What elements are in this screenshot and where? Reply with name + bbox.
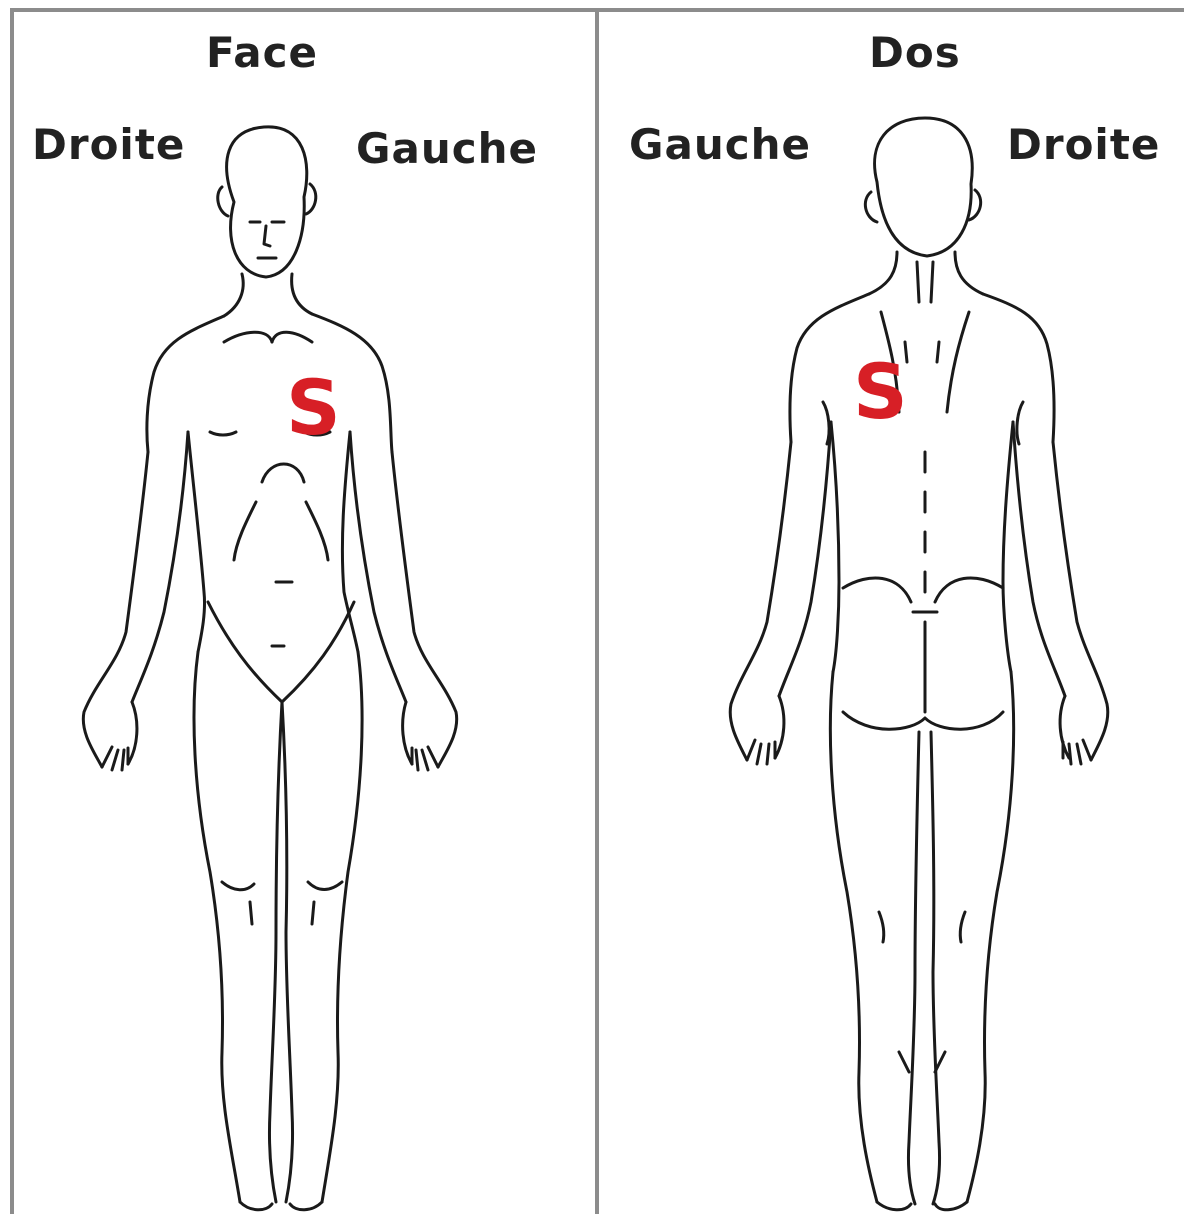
front-view-panel: Face Droite Gauche S — [14, 12, 595, 1214]
body-front-outline-icon — [14, 12, 595, 1214]
front-view-title: Face — [206, 28, 318, 77]
back-right-side-label: Droite — [1007, 120, 1160, 169]
body-back-outline-icon — [599, 12, 1184, 1214]
back-view-panel: Dos Gauche Droite S — [599, 12, 1184, 1214]
back-view-title: Dos — [869, 28, 961, 77]
front-right-side-label: Droite — [32, 120, 185, 169]
back-left-side-label: Gauche — [629, 120, 811, 169]
front-pain-marker: S — [286, 370, 341, 446]
back-pain-marker: S — [853, 354, 908, 430]
front-left-side-label: Gauche — [356, 124, 538, 173]
